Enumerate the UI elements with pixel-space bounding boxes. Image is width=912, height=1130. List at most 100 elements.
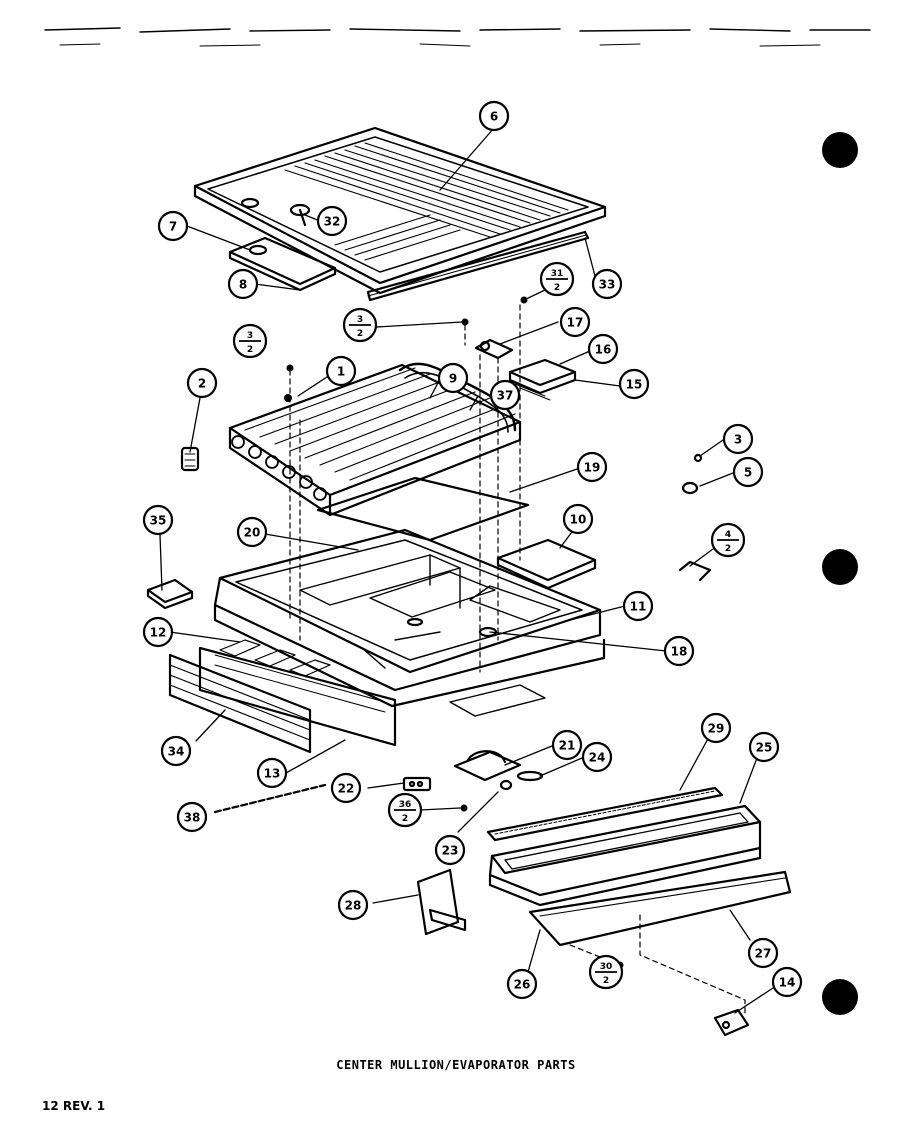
callout-5: 5	[732, 456, 764, 488]
callout-25: 25	[748, 731, 780, 763]
callout-denominator: 2	[402, 814, 408, 824]
callout-number: 38	[184, 811, 201, 825]
callout-numerator: 4	[725, 530, 731, 540]
callout-number: 19	[584, 461, 601, 475]
callout-denominator: 2	[603, 976, 609, 986]
callout-number: 33	[599, 278, 616, 292]
scan-noise-top	[44, 27, 871, 47]
callout-circle	[142, 616, 174, 648]
callout-33: 33	[591, 268, 623, 300]
callout-circle	[732, 456, 764, 488]
callout-circle	[591, 268, 623, 300]
callout-circle	[551, 729, 583, 761]
callout-circle	[700, 712, 732, 744]
callout-8: 8	[227, 268, 259, 300]
callout-number: 25	[756, 741, 773, 755]
callout-7: 7	[157, 210, 189, 242]
part-plate	[496, 538, 597, 590]
callout-number: 14	[779, 976, 796, 990]
callout-37: 37	[489, 379, 521, 411]
callout-28: 28	[337, 889, 369, 921]
part-gasket-strip	[366, 230, 590, 302]
callout-circle	[337, 889, 369, 921]
callout-32: 32	[316, 205, 348, 237]
callout-number: 37	[497, 389, 514, 403]
registration-marks	[822, 132, 858, 1015]
callout-circle	[142, 504, 174, 536]
callout-3-over-2: 32	[232, 323, 268, 359]
callout-15: 15	[618, 368, 650, 400]
callout-number: 6	[490, 110, 498, 124]
callout-circle	[559, 306, 591, 338]
part-mullion-housing	[213, 528, 606, 717]
callout-27: 27	[747, 937, 779, 969]
callout-26: 26	[506, 968, 538, 1000]
callout-denominator: 2	[725, 544, 731, 554]
part-tray-upper	[486, 786, 724, 842]
callout-number: 17	[567, 316, 584, 330]
callout-number: 9	[449, 372, 457, 386]
callout-18: 18	[663, 635, 695, 667]
callout-number: 18	[671, 645, 688, 659]
part-connector	[402, 776, 432, 792]
callout-9: 9	[437, 362, 469, 394]
callout-circle	[236, 516, 268, 548]
part-mullion-bar	[528, 870, 792, 947]
part-thermostat	[453, 750, 544, 791]
callout-numerator: 30	[600, 962, 613, 972]
callout-number: 13	[264, 767, 281, 781]
callout-circle	[316, 205, 348, 237]
callout-circle	[227, 268, 259, 300]
callout-number: 7	[169, 220, 177, 234]
callout-number: 10	[570, 513, 587, 527]
callout-34: 34	[160, 735, 192, 767]
callout-circle	[562, 503, 594, 535]
callout-number: 16	[595, 343, 612, 357]
callout-circle	[157, 210, 189, 242]
callout-circle	[622, 590, 654, 622]
part-top-cover	[193, 126, 607, 295]
callout-number: 5	[744, 466, 752, 480]
part-pad	[316, 476, 530, 542]
callout-circle	[176, 801, 208, 833]
callout-circle	[160, 735, 192, 767]
callout-38: 38	[176, 801, 208, 833]
callout-6: 6	[478, 100, 510, 132]
callout-denominator: 2	[554, 283, 560, 293]
callout-number: 28	[345, 899, 362, 913]
callout-17: 17	[559, 306, 591, 338]
callout-35: 35	[142, 504, 174, 536]
callout-number: 27	[755, 947, 772, 961]
callout-number: 24	[589, 751, 606, 765]
callout-number: 2	[198, 377, 206, 391]
callout-10: 10	[562, 503, 594, 535]
part-harness	[213, 783, 327, 814]
callout-12: 12	[142, 616, 174, 648]
callout-22: 22	[330, 772, 362, 804]
part-wire-clip	[678, 560, 712, 582]
callout-circle	[478, 100, 510, 132]
callout-circle	[663, 635, 695, 667]
part-side-rail	[168, 653, 312, 754]
callout-3-over-2: 32	[342, 307, 378, 343]
callout-11: 11	[622, 590, 654, 622]
callout-number: 11	[630, 600, 647, 614]
part-screws	[681, 453, 703, 495]
callout-36-over-2: 362	[387, 792, 423, 828]
callout-19: 19	[576, 451, 608, 483]
part-small-bracket	[146, 578, 194, 610]
callout-circle	[186, 367, 218, 399]
part-clip	[180, 446, 200, 472]
callout-number: 34	[168, 745, 185, 759]
callout-number: 35	[150, 514, 167, 528]
callout-2: 2	[186, 367, 218, 399]
callout-circle	[489, 379, 521, 411]
callout-circle	[330, 772, 362, 804]
diagram-caption: CENTER MULLION/EVAPORATOR PARTS	[336, 1058, 576, 1072]
page-identifier: 12 REV. 1	[42, 1099, 106, 1113]
callout-4-over-2: 42	[710, 522, 746, 558]
callout-16: 16	[587, 333, 619, 365]
callout-circle	[506, 968, 538, 1000]
callout-31-over-2: 312	[539, 261, 575, 297]
